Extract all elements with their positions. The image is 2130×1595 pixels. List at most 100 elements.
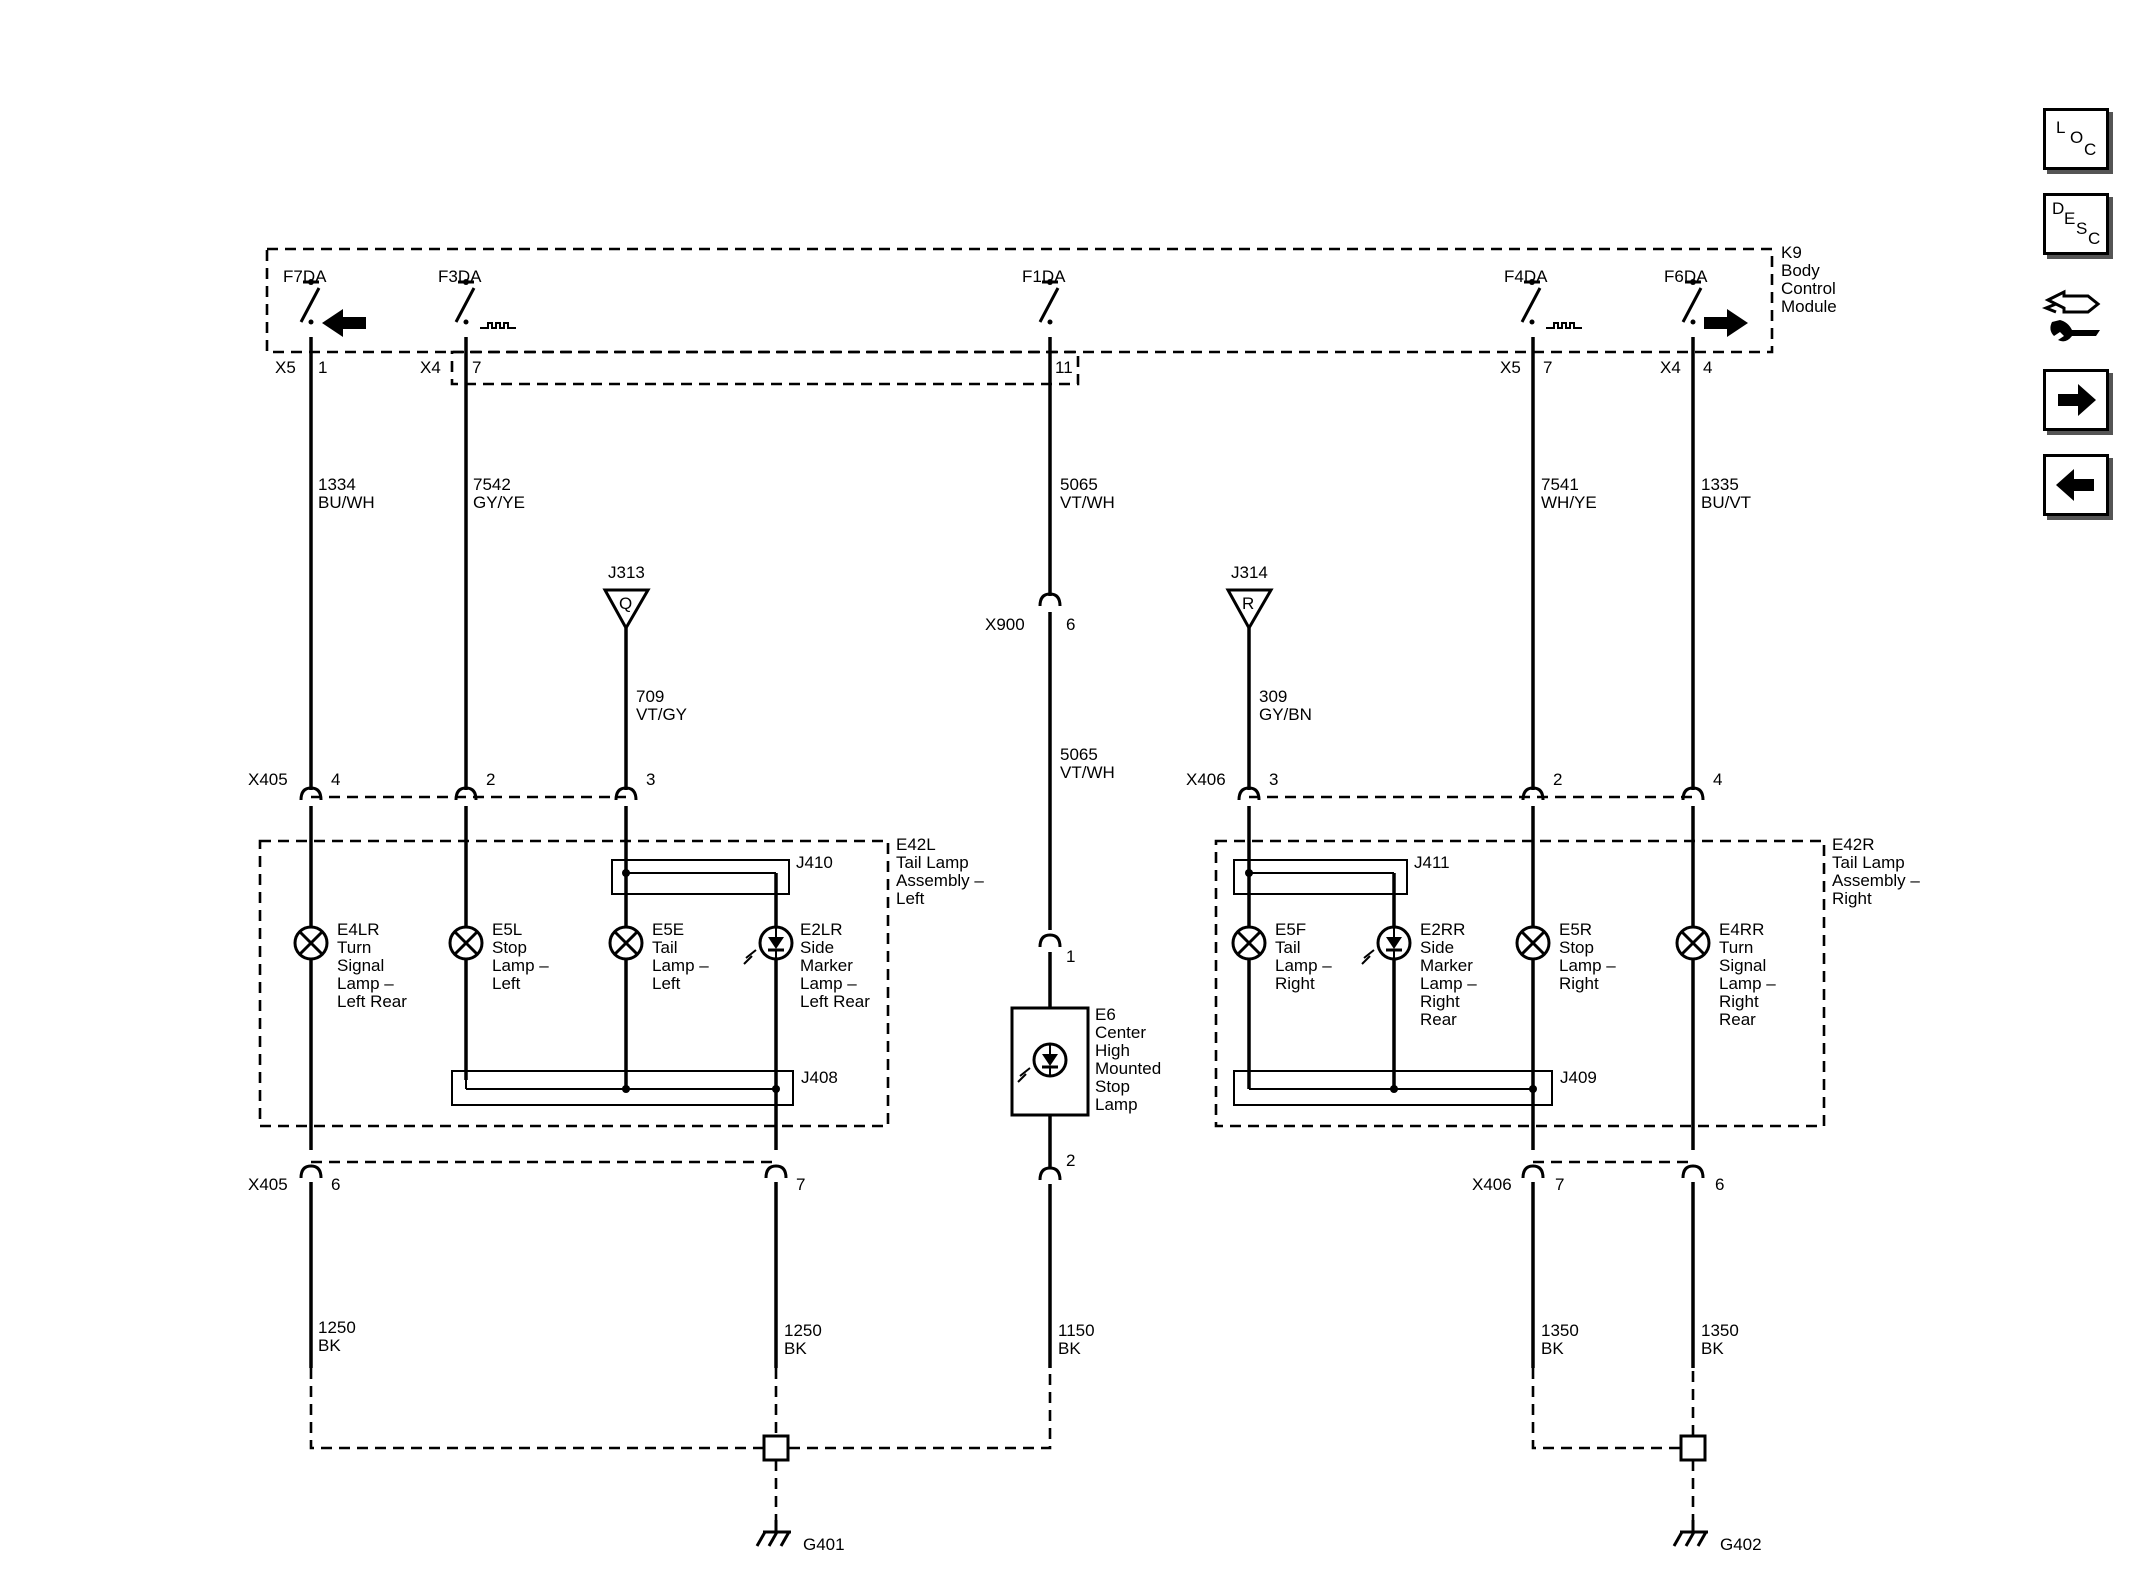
svg-text:E2RR: E2RR <box>1420 920 1465 939</box>
svg-text:Side: Side <box>1420 938 1454 957</box>
svg-text:Lamp –: Lamp – <box>492 956 549 975</box>
x4-connector-dashed <box>450 350 1080 386</box>
body-control-module-box <box>265 247 1774 354</box>
e6-led-icon <box>1032 1042 1068 1078</box>
wire-5065b-num: 5065 <box>1060 745 1098 764</box>
asm-left-2: Tail Lamp <box>896 853 969 872</box>
svg-text:Stop: Stop <box>1559 938 1594 957</box>
svg-text:Signal: Signal <box>337 956 384 975</box>
wire-1350a-num: 1350 <box>1541 1321 1579 1340</box>
x406-top-pin3: 3 <box>1269 770 1278 789</box>
asm-right-4: Right <box>1832 889 1872 908</box>
svg-text:Lamp –: Lamp – <box>1275 956 1332 975</box>
tail-lamp-assembly-left-box <box>258 839 890 1128</box>
asm-right-3: Assembly – <box>1832 871 1920 890</box>
x405-bottom-pin7: 7 <box>796 1175 805 1194</box>
splice-j409: J409 <box>1560 1068 1597 1087</box>
e6-top-connector <box>1038 933 1062 949</box>
svg-text:E4LR: E4LR <box>337 920 380 939</box>
svg-text:Right: Right <box>1719 992 1759 1011</box>
svg-text:E5F: E5F <box>1275 920 1306 939</box>
loc-letter-o: O <box>2070 128 2083 147</box>
module-name-3: Control <box>1781 279 1836 298</box>
svg-text:Lamp –: Lamp – <box>337 974 394 993</box>
arrow-left-icon <box>2056 469 2094 501</box>
j314-triangle <box>1225 588 1274 632</box>
svg-text:Center: Center <box>1095 1023 1146 1042</box>
turn-right-arrow-icon <box>1704 309 1748 337</box>
svg-text:Right: Right <box>1559 974 1599 993</box>
pin-x5-left: X5 <box>275 358 296 377</box>
desc-letter-c: C <box>2088 229 2100 248</box>
asm-left-3: Assembly – <box>896 871 984 890</box>
wire-7541-color: WH/YE <box>1541 493 1597 512</box>
pin-11: 11 <box>1055 358 1073 377</box>
desc-letter-d: D <box>2052 199 2064 218</box>
x900-label: X900 <box>985 615 1025 634</box>
svg-text:Right: Right <box>1420 992 1460 1011</box>
e5f-bulb-icon <box>1231 925 1267 961</box>
splice-j313: J313 <box>608 563 645 582</box>
wire-1350b-color: BK <box>1701 1339 1724 1358</box>
svg-text:Mounted: Mounted <box>1095 1059 1161 1078</box>
wire-1250a-num: 1250 <box>318 1318 356 1337</box>
e5l-bulb-icon <box>448 925 484 961</box>
svg-text:Left: Left <box>492 974 521 993</box>
desc-letter-e: E <box>2064 209 2075 228</box>
wire-7542-color: GY/YE <box>473 493 525 512</box>
wire-7541-num: 7541 <box>1541 475 1579 494</box>
svg-text:Turn: Turn <box>1719 938 1753 957</box>
x406-bottom-pin7: 7 <box>1555 1175 1564 1194</box>
pwm-icon-right <box>1546 322 1582 329</box>
svg-text:Rear: Rear <box>1719 1010 1756 1029</box>
pin-4: 4 <box>1703 358 1712 377</box>
wire-1250a-color: BK <box>318 1336 341 1355</box>
x406-top-label: X406 <box>1186 770 1226 789</box>
loc-button[interactable]: L O C <box>2043 108 2109 170</box>
wire-1350b-num: 1350 <box>1701 1321 1739 1340</box>
j314-letter: R <box>1242 594 1254 613</box>
x406-top-pin2: 2 <box>1553 770 1562 789</box>
svg-text:Marker: Marker <box>800 956 853 975</box>
wire-7542-num: 7542 <box>473 475 511 494</box>
j313-triangle <box>602 588 651 632</box>
wire-1150-color: BK <box>1058 1339 1081 1358</box>
svg-text:Left: Left <box>652 974 681 993</box>
svg-text:Lamp –: Lamp – <box>1420 974 1477 993</box>
x405-top-pin3: 3 <box>646 770 655 789</box>
module-name-4: Module <box>1781 297 1837 316</box>
arrow-right-icon <box>2058 384 2096 416</box>
x405-bottom-label: X405 <box>248 1175 288 1194</box>
loc-letter-l: L <box>2056 118 2065 137</box>
svg-text:E2LR: E2LR <box>800 920 843 939</box>
desc-button[interactable]: D E S C <box>2043 193 2109 255</box>
wire-1335-color: BU/VT <box>1701 493 1751 512</box>
svg-text:Right: Right <box>1275 974 1315 993</box>
pwm-icon-left <box>480 322 516 329</box>
e2rr-led-icon <box>1376 925 1412 961</box>
svg-text:Stop: Stop <box>1095 1077 1130 1096</box>
wire-1250b-num: 1250 <box>784 1321 822 1340</box>
ground-g402: G402 <box>1720 1535 1762 1554</box>
ground-g401-icon <box>755 1520 791 1547</box>
x406-top-pin4: 4 <box>1713 770 1722 789</box>
e4rr-label: E4RR Turn Signal Lamp – Right Rear <box>1719 920 1776 1029</box>
wire-1150-num: 1150 <box>1058 1321 1095 1340</box>
connector-tool-button[interactable] <box>2040 278 2112 348</box>
svg-text:E6: E6 <box>1095 1005 1116 1024</box>
svg-text:Tail: Tail <box>1275 938 1301 957</box>
next-page-button[interactable] <box>2043 369 2109 431</box>
svg-text:Lamp –: Lamp – <box>652 956 709 975</box>
e6-label: E6 Center High Mounted Stop Lamp <box>1095 1005 1161 1114</box>
wire-5065a-color: VT/WH <box>1060 493 1115 512</box>
loc-letter-c: C <box>2084 140 2096 159</box>
e6-pin2: 2 <box>1066 1151 1075 1170</box>
module-name-1: K9 <box>1781 243 1802 262</box>
svg-text:Left Rear: Left Rear <box>337 992 407 1011</box>
svg-text:Left Rear: Left Rear <box>800 992 870 1011</box>
previous-page-button[interactable] <box>2043 454 2109 516</box>
pin-x5-right: X5 <box>1500 358 1521 377</box>
tail-lamp-assembly-right-box <box>1214 839 1826 1128</box>
wire-709-color: VT/GY <box>636 705 687 724</box>
